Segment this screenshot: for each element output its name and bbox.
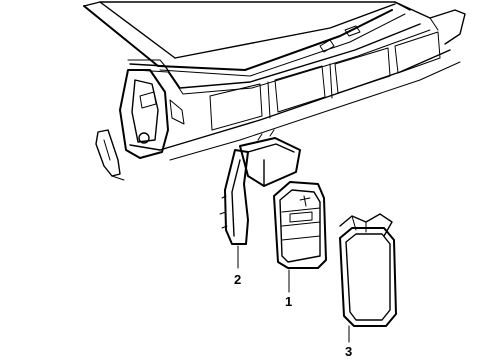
callout-3: 3: [345, 344, 352, 359]
lamp-bezel-part-2: [219, 129, 301, 245]
callout-2: 2: [234, 272, 241, 287]
rear-body-panel: [83, 1, 466, 181]
gasket-part-3: [339, 213, 397, 327]
callout-1: 1: [285, 294, 292, 309]
taillamp-lens-part-1: [273, 181, 327, 269]
leader-lines: [237, 245, 350, 343]
